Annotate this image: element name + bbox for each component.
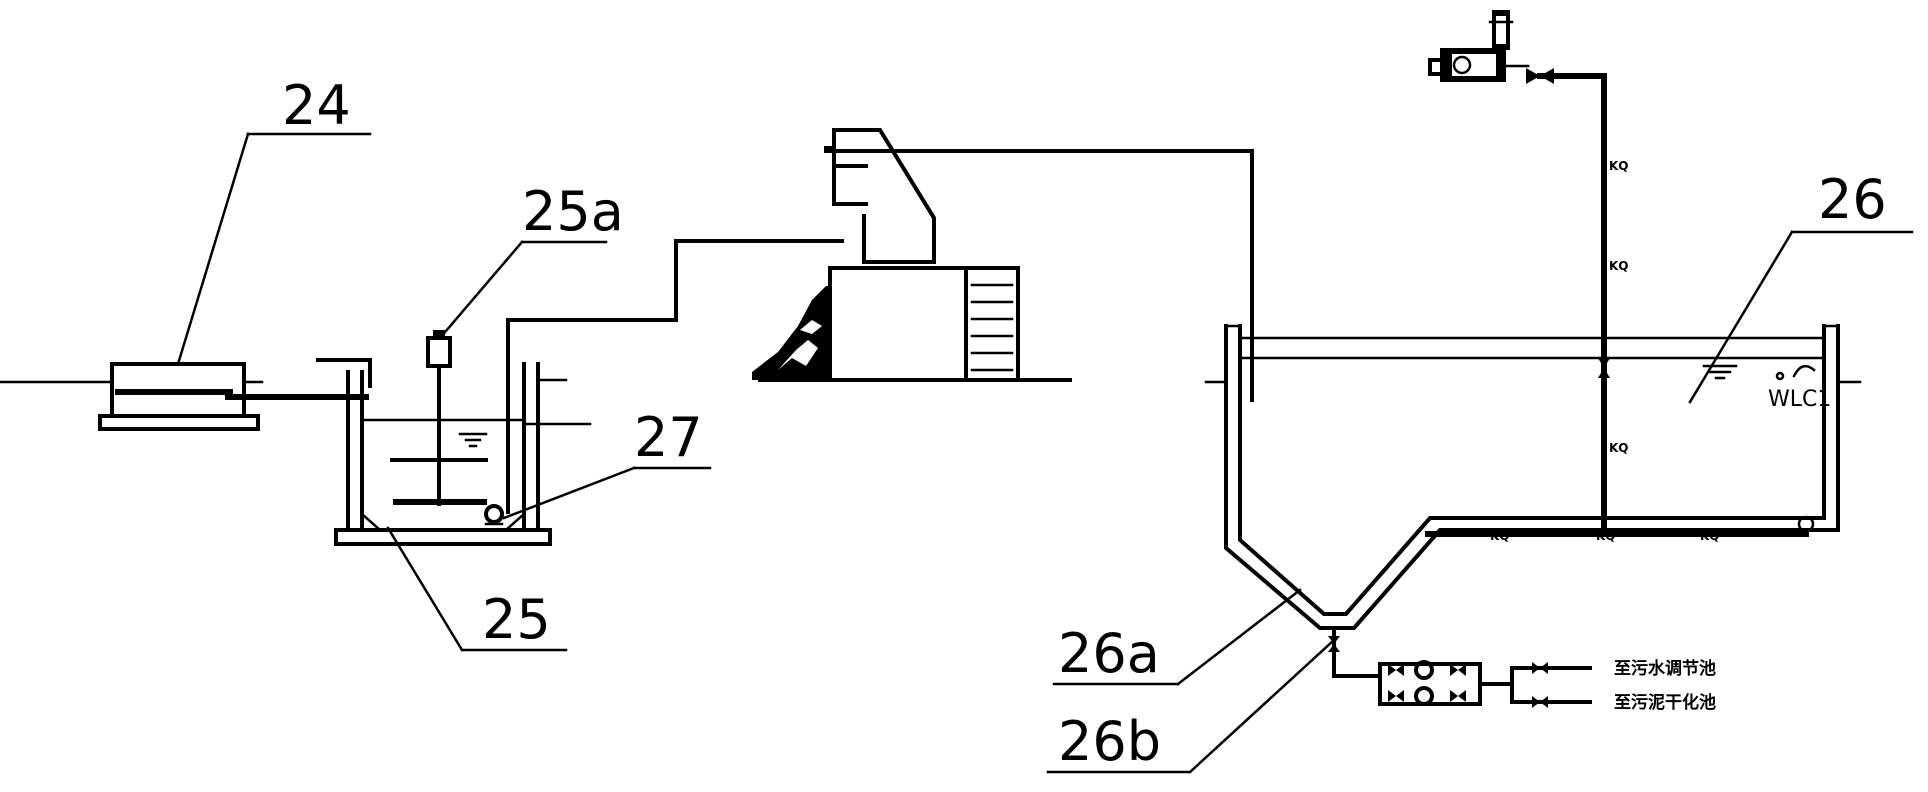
kq-label-5: KQ [1609, 259, 1629, 273]
label-25a: 25a [522, 180, 624, 243]
outlet-label-1: 至污水调节池 [1614, 658, 1716, 679]
wlc-label: WLC1 [1768, 387, 1831, 412]
label-26b: 26b [1058, 710, 1161, 773]
label-24: 24 [282, 74, 351, 137]
unit-24-screen-channel [0, 362, 369, 431]
unit-26-sedimentation-tank: WLC1 KQ KQ KQ KQ KQ KQ [1204, 10, 1862, 630]
outlet-label-2: 至污泥干化池 [1614, 692, 1716, 713]
label-25: 25 [482, 588, 551, 651]
dewatering-unit [752, 128, 1254, 402]
kq-label-6: KQ [1609, 159, 1629, 173]
sludge-discharge: 至污水调节池 至污泥干化池 [1328, 626, 1716, 713]
callouts: 24 25a 27 25 26 26a 26b [176, 74, 1914, 774]
kq-label-3: KQ [1700, 529, 1720, 543]
label-26a: 26a [1058, 622, 1160, 685]
kq-label-1: KQ [1490, 529, 1510, 543]
label-27: 27 [634, 406, 703, 469]
kq-label-4: KQ [1609, 441, 1629, 455]
label-26: 26 [1818, 168, 1887, 231]
unit-25-mixing-tank [316, 239, 844, 546]
